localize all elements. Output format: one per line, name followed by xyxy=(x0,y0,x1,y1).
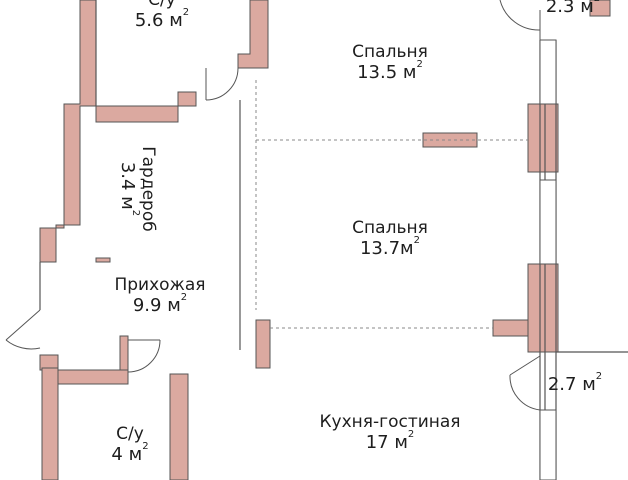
wall-right-3 xyxy=(492,319,529,337)
wall-bath-top-right xyxy=(237,0,269,69)
wall-bath-bottom-top xyxy=(57,369,129,385)
room-label-bedroom-2: Спальня 13.7м2 xyxy=(352,218,428,260)
door-swing-entrance xyxy=(5,309,41,350)
wall-wardrobe-right xyxy=(95,257,111,263)
door-swing-balcony-top xyxy=(499,0,541,40)
room-label-wardrobe: Гардероб 3.4 м2 xyxy=(116,146,158,232)
window-3 xyxy=(539,39,557,105)
room-label-kitchen-living: Кухня-гостиная 17 м2 xyxy=(319,412,461,454)
wall-bath-bottom-right xyxy=(169,373,189,480)
door-swing-bath-bottom xyxy=(127,339,161,373)
wall-left-upper xyxy=(39,0,97,263)
window-1 xyxy=(539,179,557,265)
wall-balcony-top-frame xyxy=(589,0,611,17)
wall-wardrobe-top xyxy=(95,91,197,123)
wall-left-bottom xyxy=(41,367,59,480)
wall-right-1 xyxy=(527,103,559,173)
door-swing-bath-top xyxy=(205,67,239,101)
room-label-bedroom-1: Спальня 13.5 м2 xyxy=(352,42,428,84)
wall-right-2 xyxy=(527,263,559,353)
room-label-bath-bottom: С/у 4 м2 xyxy=(111,424,149,466)
room-label-hallway: Прихожая 9.9 м2 xyxy=(114,275,206,317)
room-label-balcony-top: 2.3 м2 xyxy=(545,0,600,17)
wall-kitchen-stub xyxy=(255,319,271,369)
room-label-balcony-bottom: 2.7 м2 xyxy=(547,371,603,395)
room-label-bath-top: С/у 5.6 м2 xyxy=(134,0,190,32)
window-2 xyxy=(539,409,557,480)
door-swing-balcony-bottom xyxy=(509,355,541,411)
